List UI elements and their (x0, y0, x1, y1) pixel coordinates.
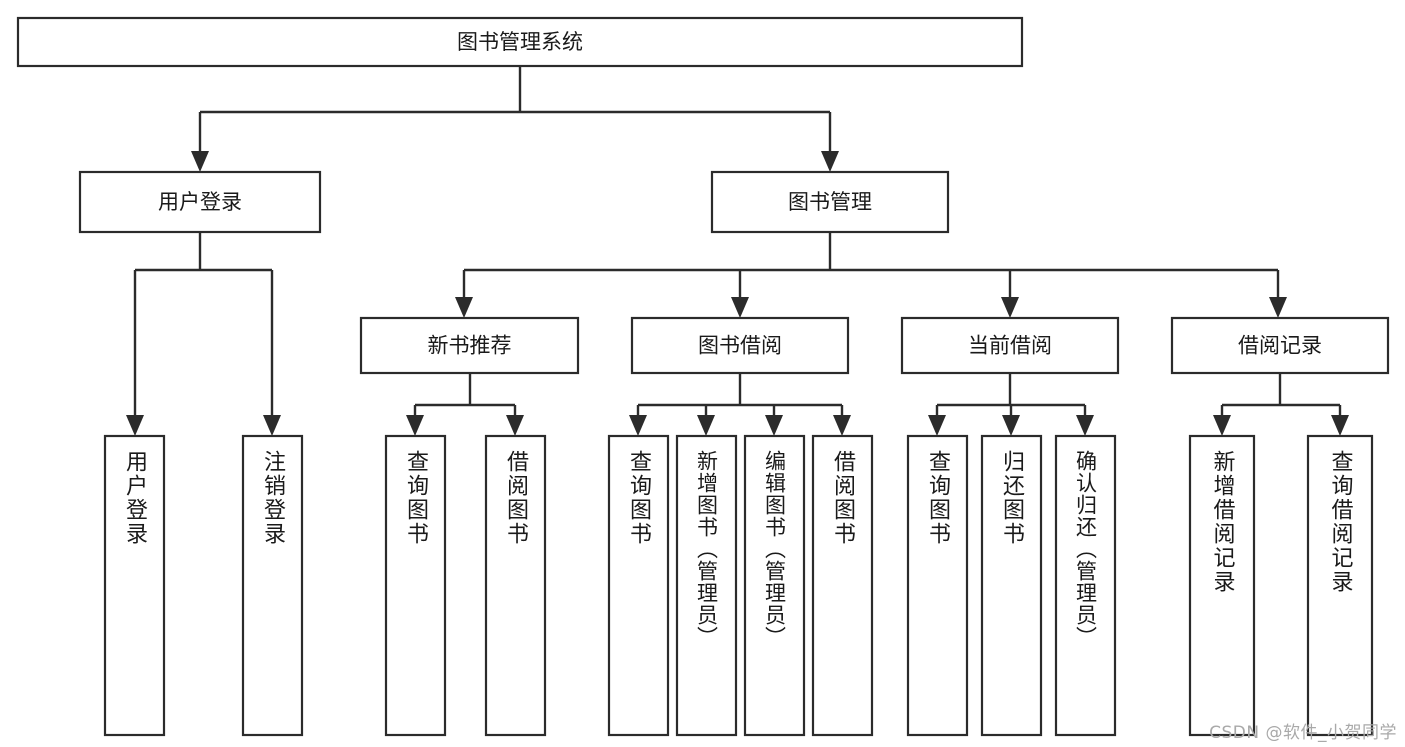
leaf-node-leaf-return-book[interactable] (980, 434, 1043, 737)
level3-node-current-borrow[interactable] (900, 316, 1120, 375)
arrow-head-icon (506, 415, 524, 436)
level2-node-label: 图书管理 (788, 190, 872, 214)
level3-node-new-book-rec-rect[interactable] (359, 316, 580, 375)
arrow-head-icon (191, 151, 209, 172)
leaf-node-leaf-add-book[interactable] (675, 434, 738, 737)
level2-node-user-login-rect[interactable] (78, 170, 322, 234)
level3-node-book-borrow[interactable] (630, 316, 850, 375)
leaf-node-leaf-return-book-rect[interactable] (980, 434, 1043, 737)
leaf-node-leaf-query-book-cur-rect[interactable] (906, 434, 969, 737)
arrow-head-icon (697, 415, 715, 436)
leaf-node-leaf-logout[interactable] (241, 434, 304, 737)
level2-node-user-login[interactable] (78, 170, 322, 234)
leaf-node-leaf-user-login[interactable] (103, 434, 166, 737)
arrow-head-icon (821, 151, 839, 172)
arrow-head-icon (1002, 415, 1020, 436)
arrow-head-icon (833, 415, 851, 436)
leaf-node-leaf-query-book[interactable] (607, 434, 670, 737)
level3-node-label: 新书推荐 (428, 334, 512, 358)
arrow-head-icon (765, 415, 783, 436)
leaf-node-leaf-query-record-rect[interactable] (1306, 434, 1374, 737)
level3-node-borrow-record[interactable] (1170, 316, 1390, 375)
arrow-head-icon (263, 415, 281, 436)
leaf-node-leaf-query-book-rec-rect[interactable] (384, 434, 447, 737)
arrow-head-icon (1001, 297, 1019, 318)
watermark-text: CSDN @软件_小贺同学 (1209, 723, 1397, 743)
leaf-node-leaf-add-book-rect[interactable] (675, 434, 738, 737)
level3-node-borrow-record-rect[interactable] (1170, 316, 1390, 375)
arrow-head-icon (406, 415, 424, 436)
leaf-node-leaf-edit-book-rect[interactable] (743, 434, 806, 737)
arrow-head-icon (455, 297, 473, 318)
arrow-head-icon (928, 415, 946, 436)
level3-node-label: 当前借阅 (968, 334, 1052, 358)
level2-node-book-manage-rect[interactable] (710, 170, 950, 234)
level3-node-book-borrow-rect[interactable] (630, 316, 850, 375)
arrow-head-icon (629, 415, 647, 436)
root-node-label: 图书管理系统 (457, 30, 583, 54)
level3-node-new-book-rec[interactable] (359, 316, 580, 375)
leaf-node-leaf-borrow-book[interactable] (811, 434, 874, 737)
level3-node-label: 借阅记录 (1238, 334, 1322, 358)
arrow-head-icon (731, 297, 749, 318)
leaf-node-leaf-query-book-rect[interactable] (607, 434, 670, 737)
leaf-node-leaf-query-book-rec[interactable] (384, 434, 447, 737)
root-node-rect[interactable] (16, 16, 1024, 68)
leaf-node-leaf-add-record-rect[interactable] (1188, 434, 1256, 737)
arrow-head-icon (1269, 297, 1287, 318)
leaf-node-leaf-query-record[interactable] (1306, 434, 1374, 737)
leaf-node-leaf-logout-rect[interactable] (241, 434, 304, 737)
leaf-node-leaf-borrow-book-rec-rect[interactable] (484, 434, 547, 737)
leaf-node-leaf-edit-book[interactable] (743, 434, 806, 737)
arrow-head-icon (1213, 415, 1231, 436)
leaf-node-leaf-borrow-book-rec[interactable] (484, 434, 547, 737)
level2-node-book-manage[interactable] (710, 170, 950, 234)
root-node[interactable] (16, 16, 1024, 68)
level3-node-current-borrow-rect[interactable] (900, 316, 1120, 375)
leaf-node-leaf-add-record[interactable] (1188, 434, 1256, 737)
level2-node-label: 用户登录 (158, 190, 242, 214)
arrow-head-icon (126, 415, 144, 436)
leaf-node-leaf-borrow-book-rect[interactable] (811, 434, 874, 737)
level3-node-label: 图书借阅 (698, 334, 782, 358)
arrow-head-icon (1331, 415, 1349, 436)
leaf-node-leaf-confirm-return[interactable] (1054, 434, 1117, 737)
leaf-node-leaf-confirm-return-rect[interactable] (1054, 434, 1117, 737)
leaf-node-leaf-query-book-cur[interactable] (906, 434, 969, 737)
arrow-head-icon (1076, 415, 1094, 436)
leaf-node-leaf-user-login-rect[interactable] (103, 434, 166, 737)
